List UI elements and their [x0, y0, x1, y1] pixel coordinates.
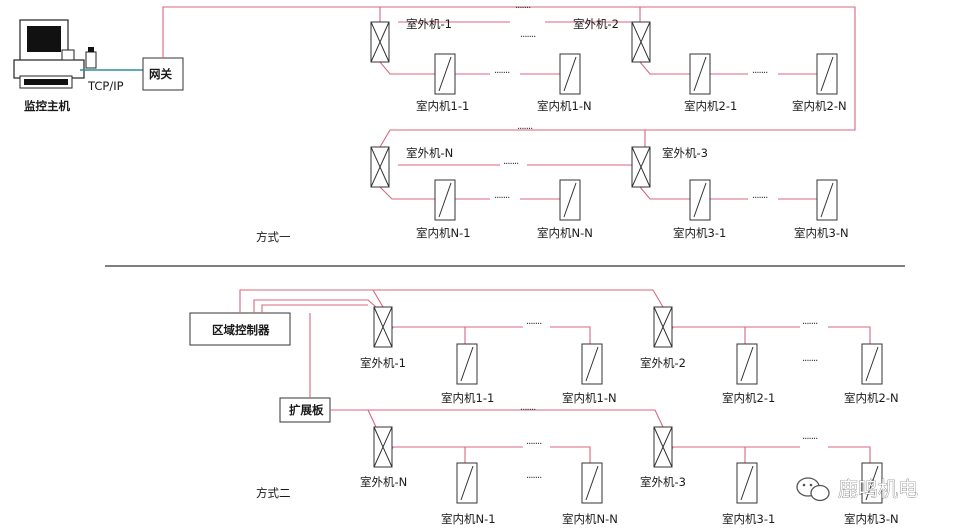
ellipsis: ······· [515, 3, 531, 14]
indoor-unit-2-n [816, 53, 838, 95]
indoor-1-n-label: 室内机1-N [562, 391, 617, 405]
outdoor-unit-n [373, 426, 393, 468]
outdoor-3-label: 室外机-3 [662, 146, 708, 160]
indoor-1-1-label: 室内机1-1 [416, 99, 469, 113]
watermark-text: 鹿鸣机电 [838, 477, 918, 501]
ellipsis: ······· [494, 68, 510, 79]
outdoor-unit-n [370, 146, 390, 188]
indoor-unit-2-1 [736, 343, 758, 385]
indoor-unit-1-n [559, 53, 581, 95]
indoor-unit-2-1 [689, 53, 711, 95]
mode1-section: 监控主机 TCP/IP 网关 [13, 3, 856, 244]
ellipsis: ······· [520, 405, 536, 416]
zone-controller-label: 区域控制器 [212, 323, 270, 337]
ellipsis: ······· [526, 473, 542, 484]
outdoor-unit-3 [631, 146, 651, 188]
mode2-label: 方式二 [256, 486, 291, 500]
indoor-n-1-label: 室内机N-1 [416, 226, 471, 240]
outdoor-unit-3 [653, 426, 673, 468]
mode1-wires [162, 6, 856, 200]
indoor-unit-3-n [816, 179, 838, 221]
mode2-wires [239, 289, 871, 468]
indoor-2-1-label: 室内机2-1 [684, 99, 737, 113]
outdoor-n-label: 室外机-N [406, 146, 453, 160]
outdoor-1-label: 室外机-1 [406, 17, 452, 31]
indoor-unit-3-1 [736, 462, 758, 504]
ellipsis: ······· [802, 319, 818, 330]
outdoor-unit-1 [370, 21, 390, 63]
outdoor-n-label: 室外机-N [360, 475, 407, 489]
indoor-3-n-label: 室内机3-N [794, 226, 849, 240]
ellipsis: ······· [520, 32, 536, 43]
indoor-n-n-label: 室内机N-N [537, 226, 593, 240]
indoor-2-n-label: 室内机2-N [792, 99, 847, 113]
indoor-unit-3-1 [689, 179, 711, 221]
outdoor-2-label: 室外机-2 [573, 17, 619, 31]
wechat-icon [796, 477, 830, 502]
mode2-section: 区域控制器 扩展板 [189, 289, 899, 526]
tcpip-label: TCP/IP [87, 79, 124, 93]
indoor-n-1-label: 室内机N-1 [441, 512, 496, 526]
ellipsis: ······· [802, 434, 818, 445]
mode1-label: 方式一 [256, 230, 291, 244]
indoor-unit-n-1 [434, 179, 456, 221]
gateway-box [142, 57, 184, 91]
ellipsis: ······· [494, 193, 510, 204]
outdoor-2-label: 室外机-2 [640, 356, 686, 370]
indoor-1-1-label: 室内机1-1 [441, 391, 494, 405]
indoor-unit-n-n [559, 179, 581, 221]
indoor-3-n-label: 室内机3-N [844, 512, 899, 526]
indoor-3-1-label: 室内机3-1 [673, 226, 726, 240]
outdoor-3-label: 室外机-3 [640, 475, 686, 489]
indoor-unit-1-1 [456, 343, 478, 385]
ellipsis: ······· [752, 68, 768, 79]
monitor-host-label: 监控主机 [24, 99, 70, 113]
outdoor-unit-2 [653, 306, 673, 348]
zone-controller-box [189, 312, 291, 346]
indoor-unit-1-1 [434, 53, 456, 95]
ellipsis: ······· [752, 193, 768, 204]
indoor-unit-n-1 [456, 462, 478, 504]
indoor-3-1-label: 室内机3-1 [722, 512, 775, 526]
monitor-host-icon [13, 19, 97, 89]
indoor-2-n-label: 室内机2-N [844, 391, 899, 405]
expansion-board-label: 扩展板 [289, 403, 324, 417]
ellipsis: ······· [526, 319, 542, 330]
ellipsis: ······· [503, 159, 519, 170]
ellipsis: ······· [526, 439, 542, 450]
indoor-2-1-label: 室内机2-1 [722, 391, 775, 405]
ellipsis: ······· [802, 356, 818, 367]
outdoor-unit-1 [373, 306, 393, 348]
outdoor-1-label: 室外机-1 [360, 356, 406, 370]
indoor-1-n-label: 室内机1-N [537, 99, 592, 113]
watermark: 鹿鸣机电 [796, 477, 918, 502]
expansion-board-box [279, 397, 331, 423]
indoor-unit-n-n [581, 462, 603, 504]
indoor-unit-2-n [861, 343, 883, 385]
indoor-unit-1-n [581, 343, 603, 385]
outdoor-unit-2 [631, 21, 651, 63]
indoor-n-n-label: 室内机N-N [562, 512, 618, 526]
ellipsis: ······· [517, 124, 533, 135]
gateway-label: 网关 [149, 67, 172, 81]
